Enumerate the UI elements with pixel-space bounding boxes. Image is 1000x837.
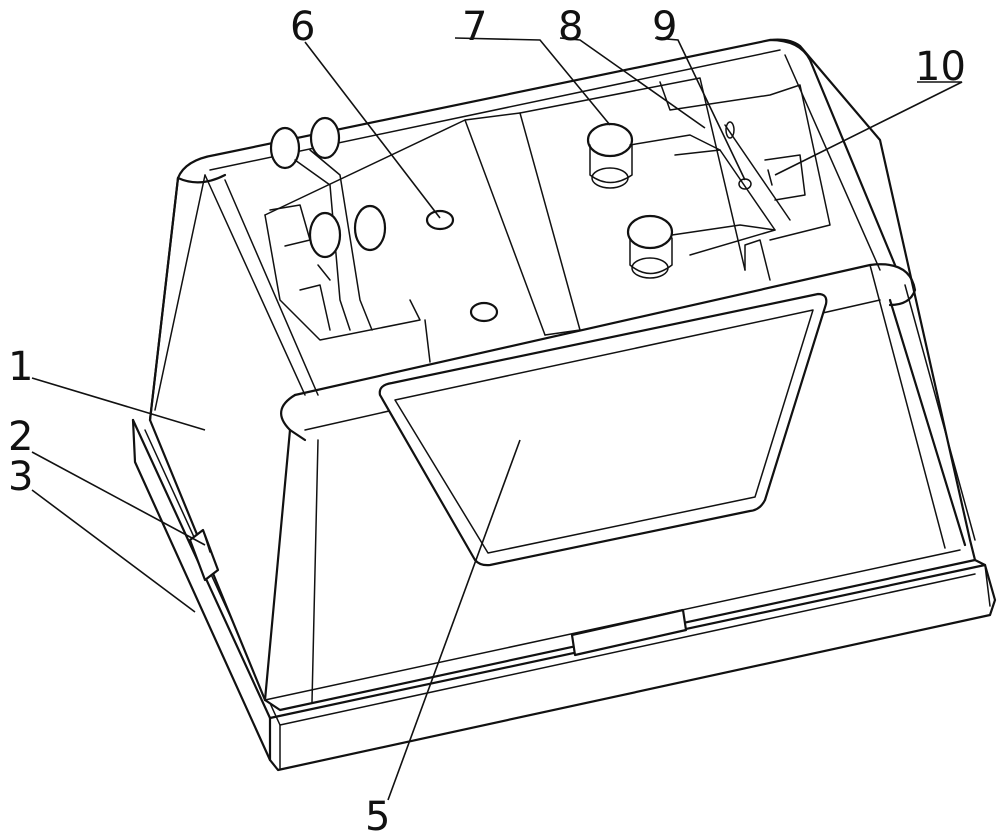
callout-3: 3 — [8, 454, 33, 500]
callout-6: 6 — [290, 4, 315, 50]
callout-1: 1 — [8, 344, 33, 390]
callout-7: 7 — [462, 4, 487, 50]
callout-10: 10 — [915, 44, 966, 90]
callout-8: 8 — [558, 4, 583, 50]
callout-9: 9 — [652, 4, 677, 50]
callout-5: 5 — [365, 794, 390, 837]
